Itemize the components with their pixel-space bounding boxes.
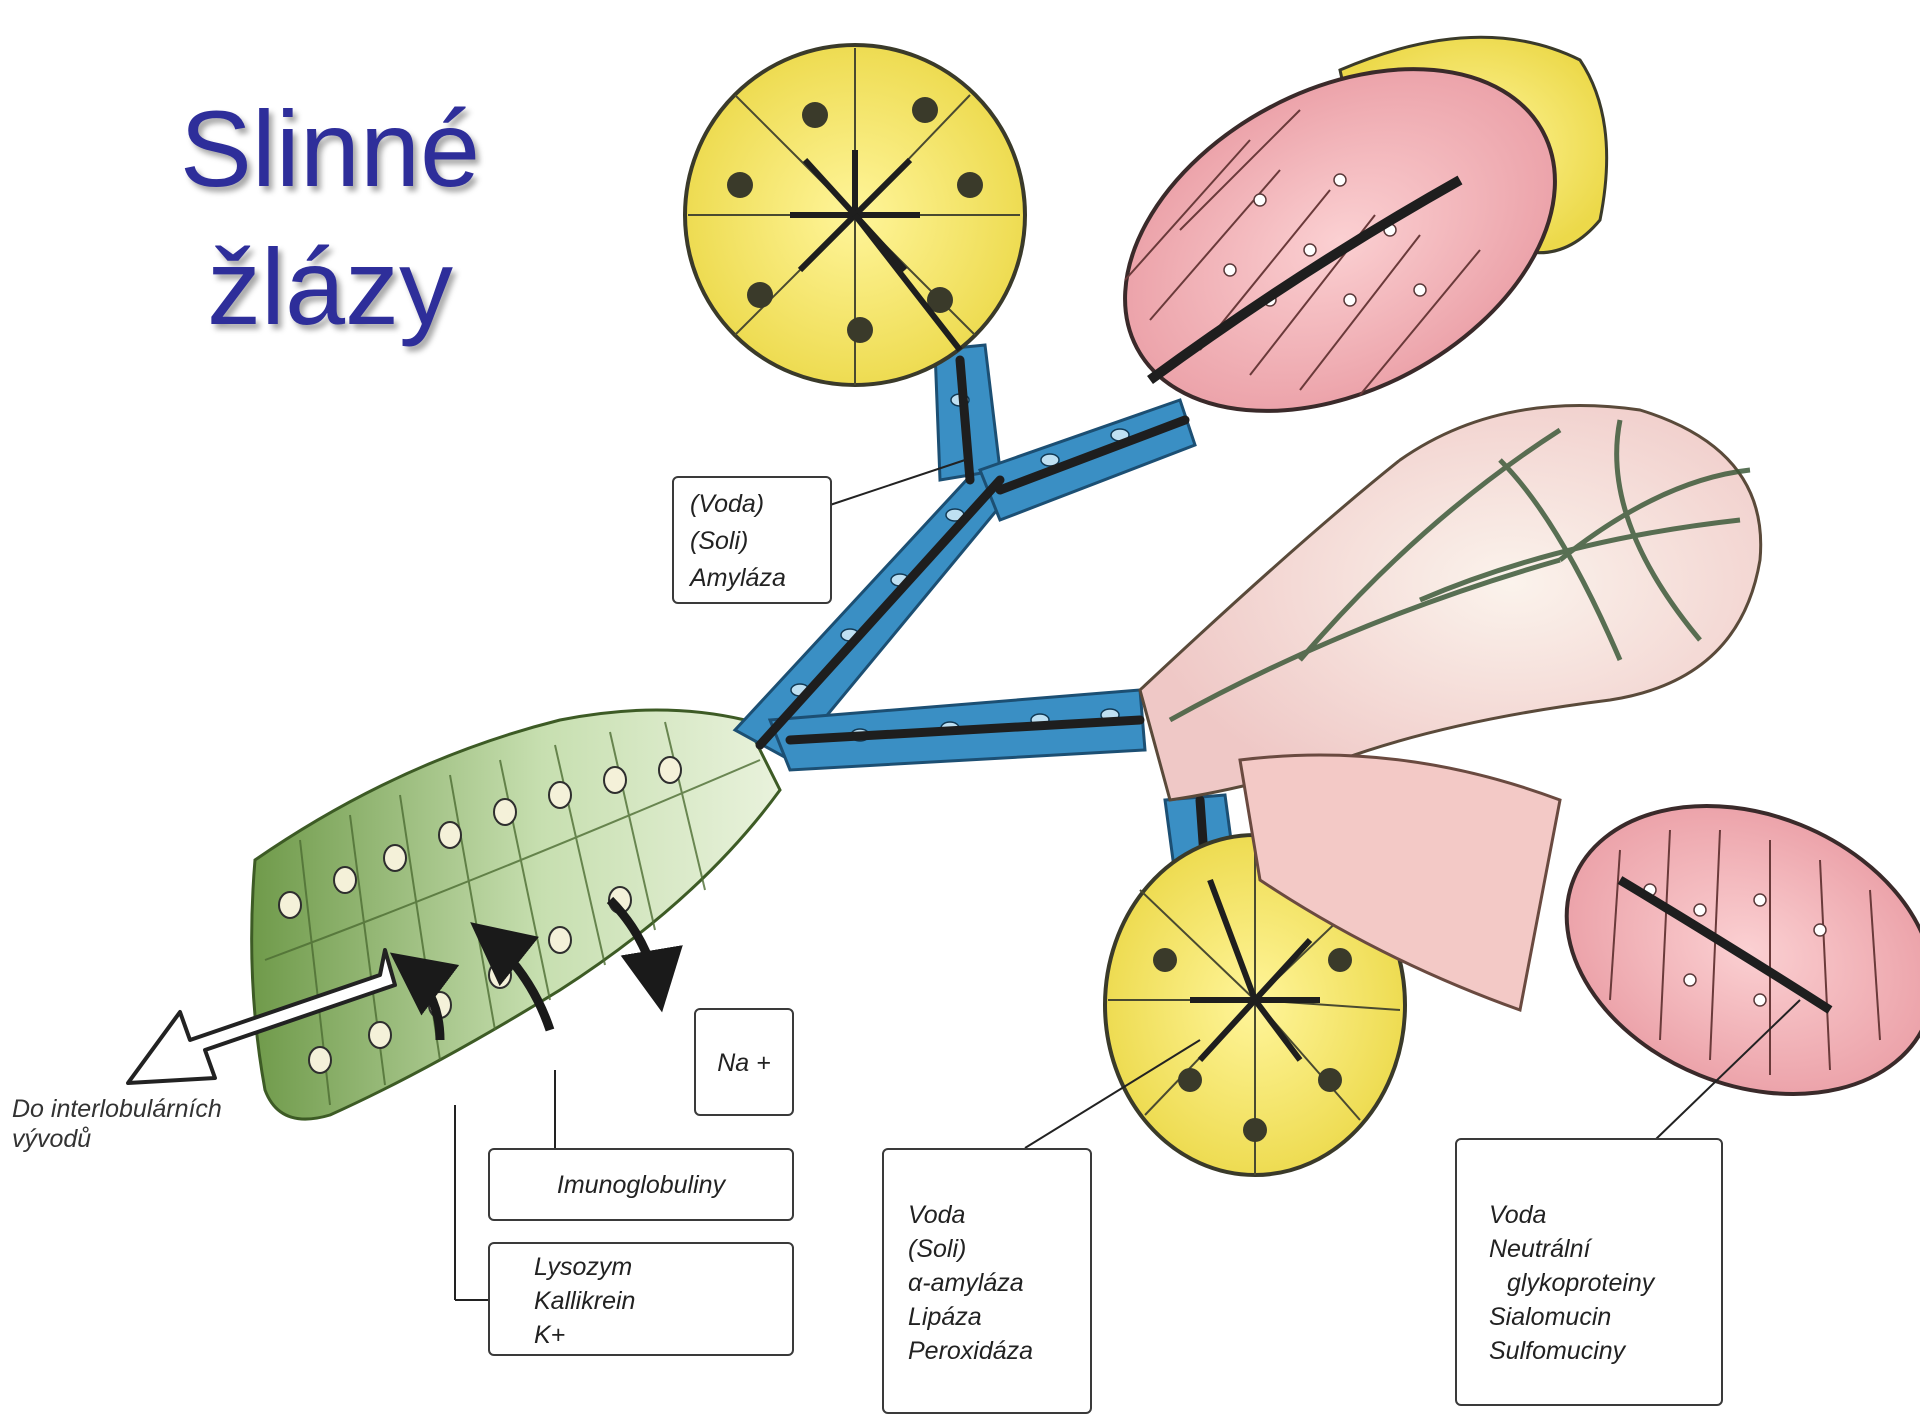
page-title: Slinné žlázy: [120, 80, 540, 356]
label-box-immunoglobulins: Imunoglobuliny: [488, 1148, 794, 1221]
outflow-label-line-1: Do interlobulárních: [12, 1094, 222, 1124]
label-box-mucous: Voda Neutrální glykoproteiny Sialomucin …: [1455, 1138, 1723, 1406]
label-line: Sialomucin: [1489, 1300, 1705, 1334]
label-line: Lysozym: [534, 1250, 776, 1284]
label-line: Na +: [712, 1046, 776, 1080]
label-line: Sulfomuciny: [1489, 1334, 1705, 1368]
label-line: α-amyláza: [908, 1266, 1074, 1300]
label-line: Amyláza: [690, 560, 814, 597]
mucous-acinus-network: [1140, 406, 1761, 800]
label-box-sodium: Na +: [694, 1008, 794, 1116]
label-box-serous-top: (Voda) (Soli) Amyláza: [672, 476, 832, 604]
label-line: Voda: [908, 1198, 1074, 1232]
label-line: (Soli): [908, 1232, 1074, 1266]
title-line-1: Slinné: [120, 80, 540, 218]
label-line: Peroxidáza: [908, 1334, 1074, 1368]
outflow-label: Do interlobulárních vývodů: [12, 1094, 222, 1154]
title-line-2: žlázy: [120, 218, 540, 356]
label-line: Lipáza: [908, 1300, 1074, 1334]
label-box-serous-bottom: Voda (Soli) α-amyláza Lipáza Peroxidáza: [882, 1148, 1092, 1414]
outflow-label-line-2: vývodů: [12, 1124, 222, 1154]
label-line: glykoproteiny: [1489, 1266, 1705, 1300]
label-line: Kallikrein: [534, 1284, 776, 1318]
serous-acinus-top: [685, 45, 1025, 385]
label-line: Neutrální: [1489, 1232, 1705, 1266]
label-line: K+: [534, 1318, 776, 1352]
label-line: (Voda): [690, 486, 814, 523]
label-box-duct-secretions: Lysozym Kallikrein K+: [488, 1242, 794, 1356]
intercalated-ducts: [735, 345, 1235, 875]
label-line: Voda: [1489, 1198, 1705, 1232]
label-line: Imunoglobuliny: [506, 1168, 776, 1202]
label-line: (Soli): [690, 523, 814, 560]
